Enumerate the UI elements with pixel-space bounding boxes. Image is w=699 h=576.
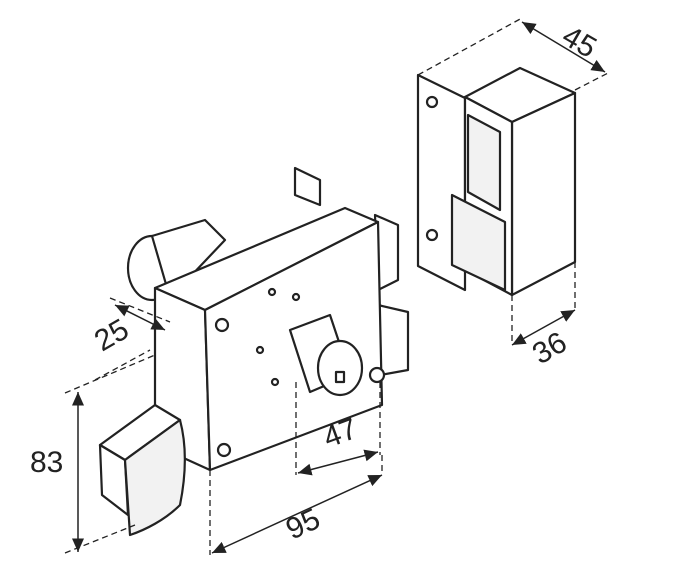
dim-95-label: 95 <box>281 502 325 546</box>
dim-25-label: 25 <box>89 313 134 358</box>
dim-45-label: 45 <box>557 19 602 64</box>
lock-handle <box>98 403 186 537</box>
lock-cylinder <box>288 313 386 397</box>
dim-83-label: 83 <box>30 446 63 479</box>
lock-body <box>126 166 410 472</box>
strike-box <box>416 66 577 297</box>
